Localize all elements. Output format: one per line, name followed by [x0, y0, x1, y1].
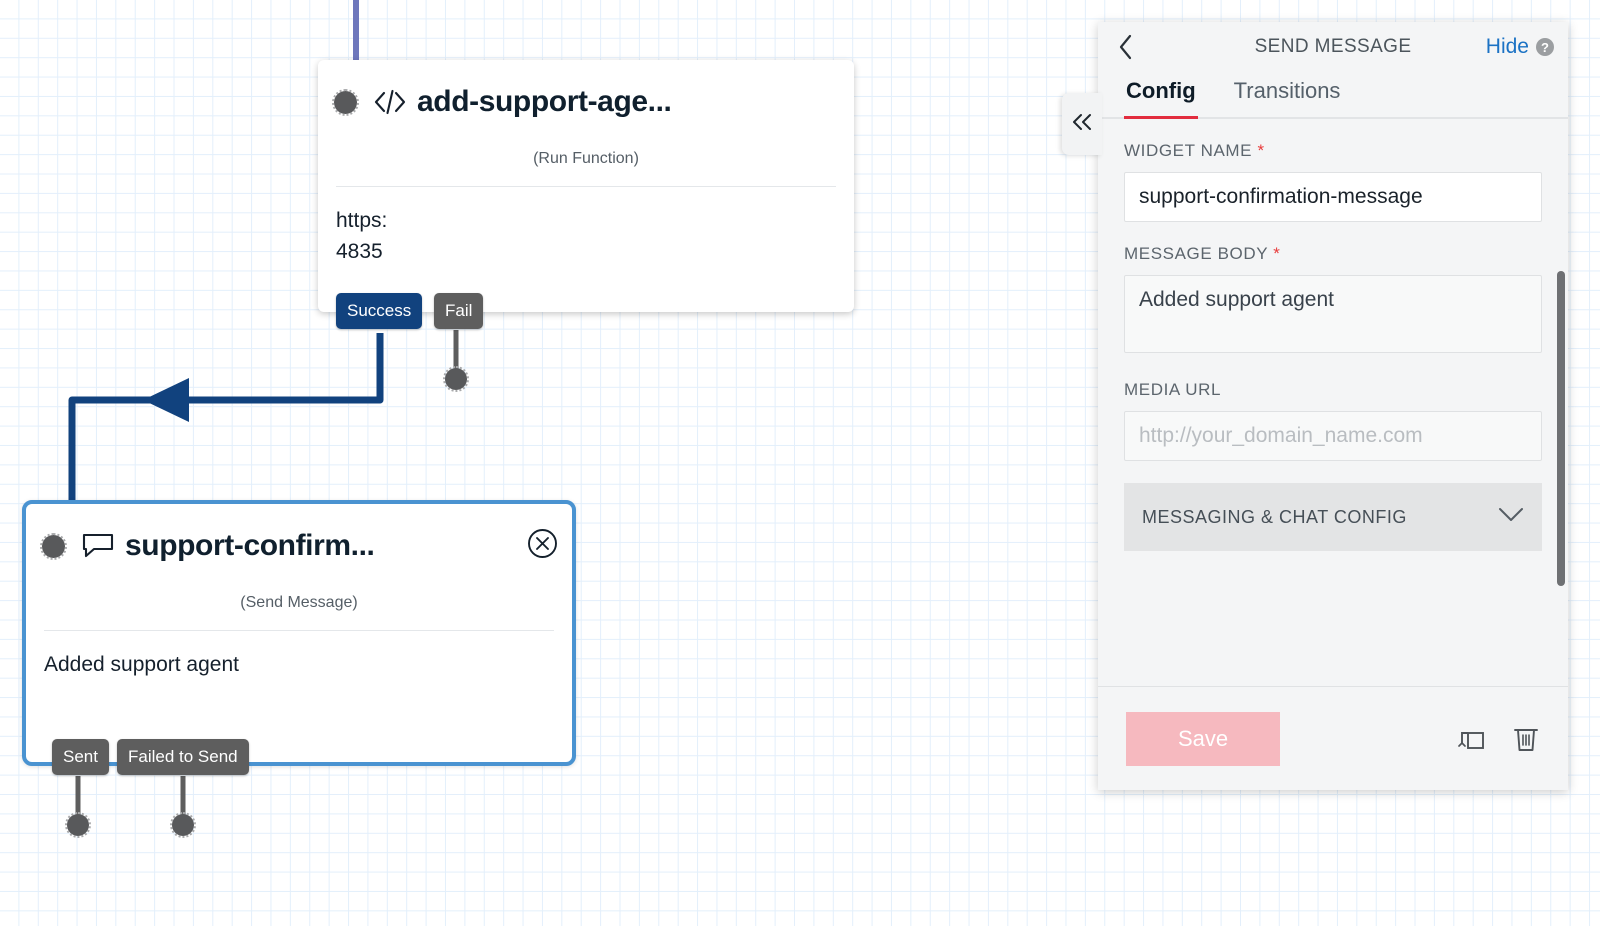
save-button[interactable]: Save — [1126, 711, 1281, 766]
panel-tabs: Config Transitions — [1098, 72, 1568, 119]
message-body-label: MESSAGE BODY * — [1124, 244, 1542, 264]
panel-scrollbar-thumb[interactable] — [1557, 271, 1565, 586]
node-add-support-agent[interactable]: add-support-age... (Run Function) https:… — [318, 60, 854, 312]
node-body: Added support agent — [26, 631, 572, 680]
panel-topbar: SEND MESSAGE Hide ? — [1098, 22, 1568, 72]
widget-name-input[interactable] — [1124, 172, 1542, 222]
node-connector-dot[interactable] — [332, 88, 359, 116]
widget-name-label-text: WIDGET NAME — [1124, 141, 1253, 160]
code-brackets-icon — [373, 89, 407, 115]
hide-group: Hide ? — [1486, 35, 1554, 59]
chevron-down-icon — [1498, 507, 1524, 527]
node-body-line-1: https: — [336, 209, 388, 232]
node-header: add-support-age... — [318, 60, 854, 144]
tab-config[interactable]: Config — [1124, 72, 1198, 119]
transition-chip-fail[interactable]: Fail — [434, 293, 484, 329]
accordion-label: MESSAGING & CHAT CONFIG — [1142, 506, 1407, 527]
media-url-input[interactable] — [1124, 411, 1542, 461]
help-icon[interactable]: ? — [1536, 38, 1554, 56]
required-asterisk: * — [1257, 141, 1265, 160]
transition-chip-sent[interactable]: Sent — [52, 739, 109, 775]
media-url-label: MEDIA URL — [1124, 380, 1542, 400]
node-title: add-support-age... — [417, 85, 672, 118]
message-body-field-block: MESSAGE BODY * — [1124, 244, 1542, 358]
node-divider — [336, 186, 836, 187]
node-divider — [44, 630, 554, 631]
node-connector-dot[interactable] — [40, 532, 67, 560]
media-url-field-block: MEDIA URL — [1124, 380, 1542, 461]
duplicate-icon[interactable] — [1456, 724, 1486, 754]
endpoint-sent[interactable] — [65, 812, 91, 838]
edge-arrowhead — [143, 378, 189, 422]
panel-scroll-area[interactable]: WIDGET NAME * MESSAGE BODY * MEDIA URL M… — [1098, 119, 1568, 686]
transition-chip-success[interactable]: Success — [336, 293, 423, 329]
endpoint-fail[interactable] — [443, 366, 469, 392]
double-chevron-left-icon — [1070, 112, 1094, 137]
trash-icon[interactable] — [1512, 724, 1540, 754]
edge-success-to-support-confirmation — [68, 333, 384, 512]
endpoint-failed-to-send[interactable] — [170, 812, 196, 838]
transition-chip-failed-to-send[interactable]: Failed to Send — [117, 739, 249, 775]
required-asterisk: * — [1273, 244, 1281, 263]
node-body-line-2: 4835 — [336, 240, 383, 264]
tab-transitions[interactable]: Transitions — [1233, 78, 1341, 103]
node-body-line-1: Added support agent — [44, 653, 239, 676]
back-chevron-icon[interactable] — [1112, 33, 1140, 61]
panel-footer: Save — [1098, 686, 1568, 790]
footer-icon-group — [1456, 724, 1540, 754]
send-message-config-panel: SEND MESSAGE Hide ? Config Transitions W… — [1098, 22, 1568, 790]
panel-collapse-button[interactable] — [1062, 93, 1102, 155]
node-header: support-confirm... — [26, 504, 572, 588]
node-support-confirmation-message[interactable]: support-confirm... (Send Message) Added … — [22, 500, 576, 766]
chat-bubble-icon — [81, 532, 115, 560]
node-title: support-confirm... — [125, 529, 375, 562]
messaging-chat-config-accordion[interactable]: MESSAGING & CHAT CONFIG — [1124, 483, 1542, 551]
widget-name-field-block: WIDGET NAME * — [1124, 141, 1542, 222]
message-body-textarea[interactable] — [1124, 275, 1542, 353]
message-body-label-text: MESSAGE BODY — [1124, 244, 1268, 263]
media-url-label-text: MEDIA URL — [1124, 380, 1222, 399]
close-icon[interactable] — [527, 528, 558, 564]
node-subtitle: (Send Message) — [240, 594, 358, 611]
node-body: https: 4835 — [318, 187, 854, 267]
hide-button[interactable]: Hide — [1485, 35, 1529, 58]
widget-name-label: WIDGET NAME * — [1124, 141, 1542, 161]
node-subtitle: (Run Function) — [533, 150, 639, 167]
